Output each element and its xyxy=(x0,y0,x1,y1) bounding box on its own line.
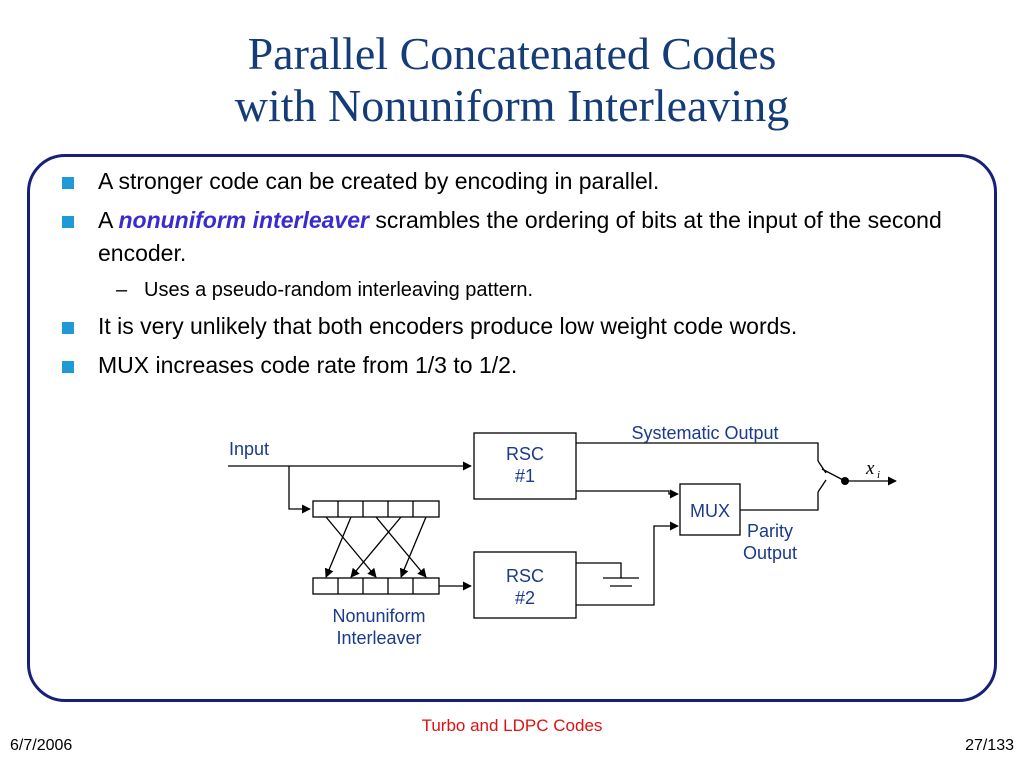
rsc1-label-line1: RSC xyxy=(506,444,544,464)
bullet-text: A stronger code can be created by encodi… xyxy=(98,168,660,194)
bullet-item: A nonuniform interleaver scrambles the o… xyxy=(60,204,980,270)
bullet-emphasis: nonuniform interleaver xyxy=(118,207,369,233)
rsc1-block xyxy=(473,432,577,500)
switch-arm xyxy=(821,468,846,482)
switch-contact-top xyxy=(817,460,827,474)
parity-output-label-line2: Output xyxy=(743,543,797,563)
sub-bullet-dash: – xyxy=(116,279,128,301)
interleaver-mapping-arrow xyxy=(325,516,377,578)
bullet-square-icon xyxy=(62,216,74,228)
rsc2-label-line2: #2 xyxy=(515,588,535,608)
switch-contact-bottom xyxy=(817,479,827,493)
footer-date: 6/7/2006 xyxy=(10,737,73,754)
footer-title: Turbo and LDPC Codes xyxy=(421,716,603,735)
rsc2-block xyxy=(473,551,577,619)
bullet-list: A stronger code can be created by encodi… xyxy=(60,165,980,388)
rsc2-parity-line xyxy=(576,521,679,606)
rsc1-parity-line xyxy=(576,489,679,499)
interleaver-label-line1: Nonuniform xyxy=(332,606,425,626)
mux-label: MUX xyxy=(690,501,730,521)
bullet-item: MUX increases code rate from 1/3 to 1/2. xyxy=(60,349,980,382)
mux-block xyxy=(679,483,741,536)
switch-pivot-dot xyxy=(841,477,849,485)
bullet-text: It is very unlikely that both encoders p… xyxy=(98,313,798,339)
content-frame xyxy=(27,154,997,702)
bullet-text-post: scrambles the ordering of bits at the in… xyxy=(98,207,942,266)
systematic-output-line xyxy=(576,442,819,461)
mux-output-line xyxy=(740,492,819,511)
bullet-item: A stronger code can be created by encodi… xyxy=(60,165,980,198)
interleaver-mapping-arrow xyxy=(350,516,402,578)
bullet-square-icon xyxy=(62,177,74,189)
bullet-square-icon xyxy=(62,361,74,373)
interleaver-mapping-arrow xyxy=(399,516,427,578)
sub-bullet-text: Uses a pseudo-random interleaving patter… xyxy=(144,279,534,301)
output-symbol: x xyxy=(865,458,875,479)
interleaver-bottom-row xyxy=(312,577,440,595)
interleaver-mapping-arrow xyxy=(324,516,352,578)
input-label: Input xyxy=(229,439,269,459)
output-subscript: i xyxy=(877,469,880,481)
title-line-1: Parallel Concatenated Codes xyxy=(247,28,777,79)
interleaver-mapping-arrow xyxy=(375,516,427,578)
bullet-text: MUX increases code rate from 1/3 to 1/2. xyxy=(98,352,518,378)
title-line-2: with Nonuniform Interleaving xyxy=(234,80,790,131)
interleaver-label-line2: Interleaver xyxy=(336,628,421,648)
bullet-square-icon xyxy=(62,322,74,334)
parity-output-label-line1: Parity xyxy=(747,521,793,541)
bullet-item: It is very unlikely that both encoders p… xyxy=(60,310,980,343)
footer-page-number: 27/133 xyxy=(965,737,1014,754)
rsc2-label-line1: RSC xyxy=(506,566,544,586)
slide-title: Parallel Concatenated Codes with Nonunif… xyxy=(0,28,1024,132)
sub-bullet-item: – Uses a pseudo-random interleaving patt… xyxy=(60,276,980,304)
input-branch-line xyxy=(288,466,311,514)
ground-stub-line xyxy=(576,562,622,578)
interleaver-top-row xyxy=(312,500,440,518)
rsc1-label-line2: #1 xyxy=(515,466,535,486)
bullet-text-pre: A xyxy=(98,207,119,233)
systematic-output-label: Systematic Output xyxy=(631,423,778,443)
